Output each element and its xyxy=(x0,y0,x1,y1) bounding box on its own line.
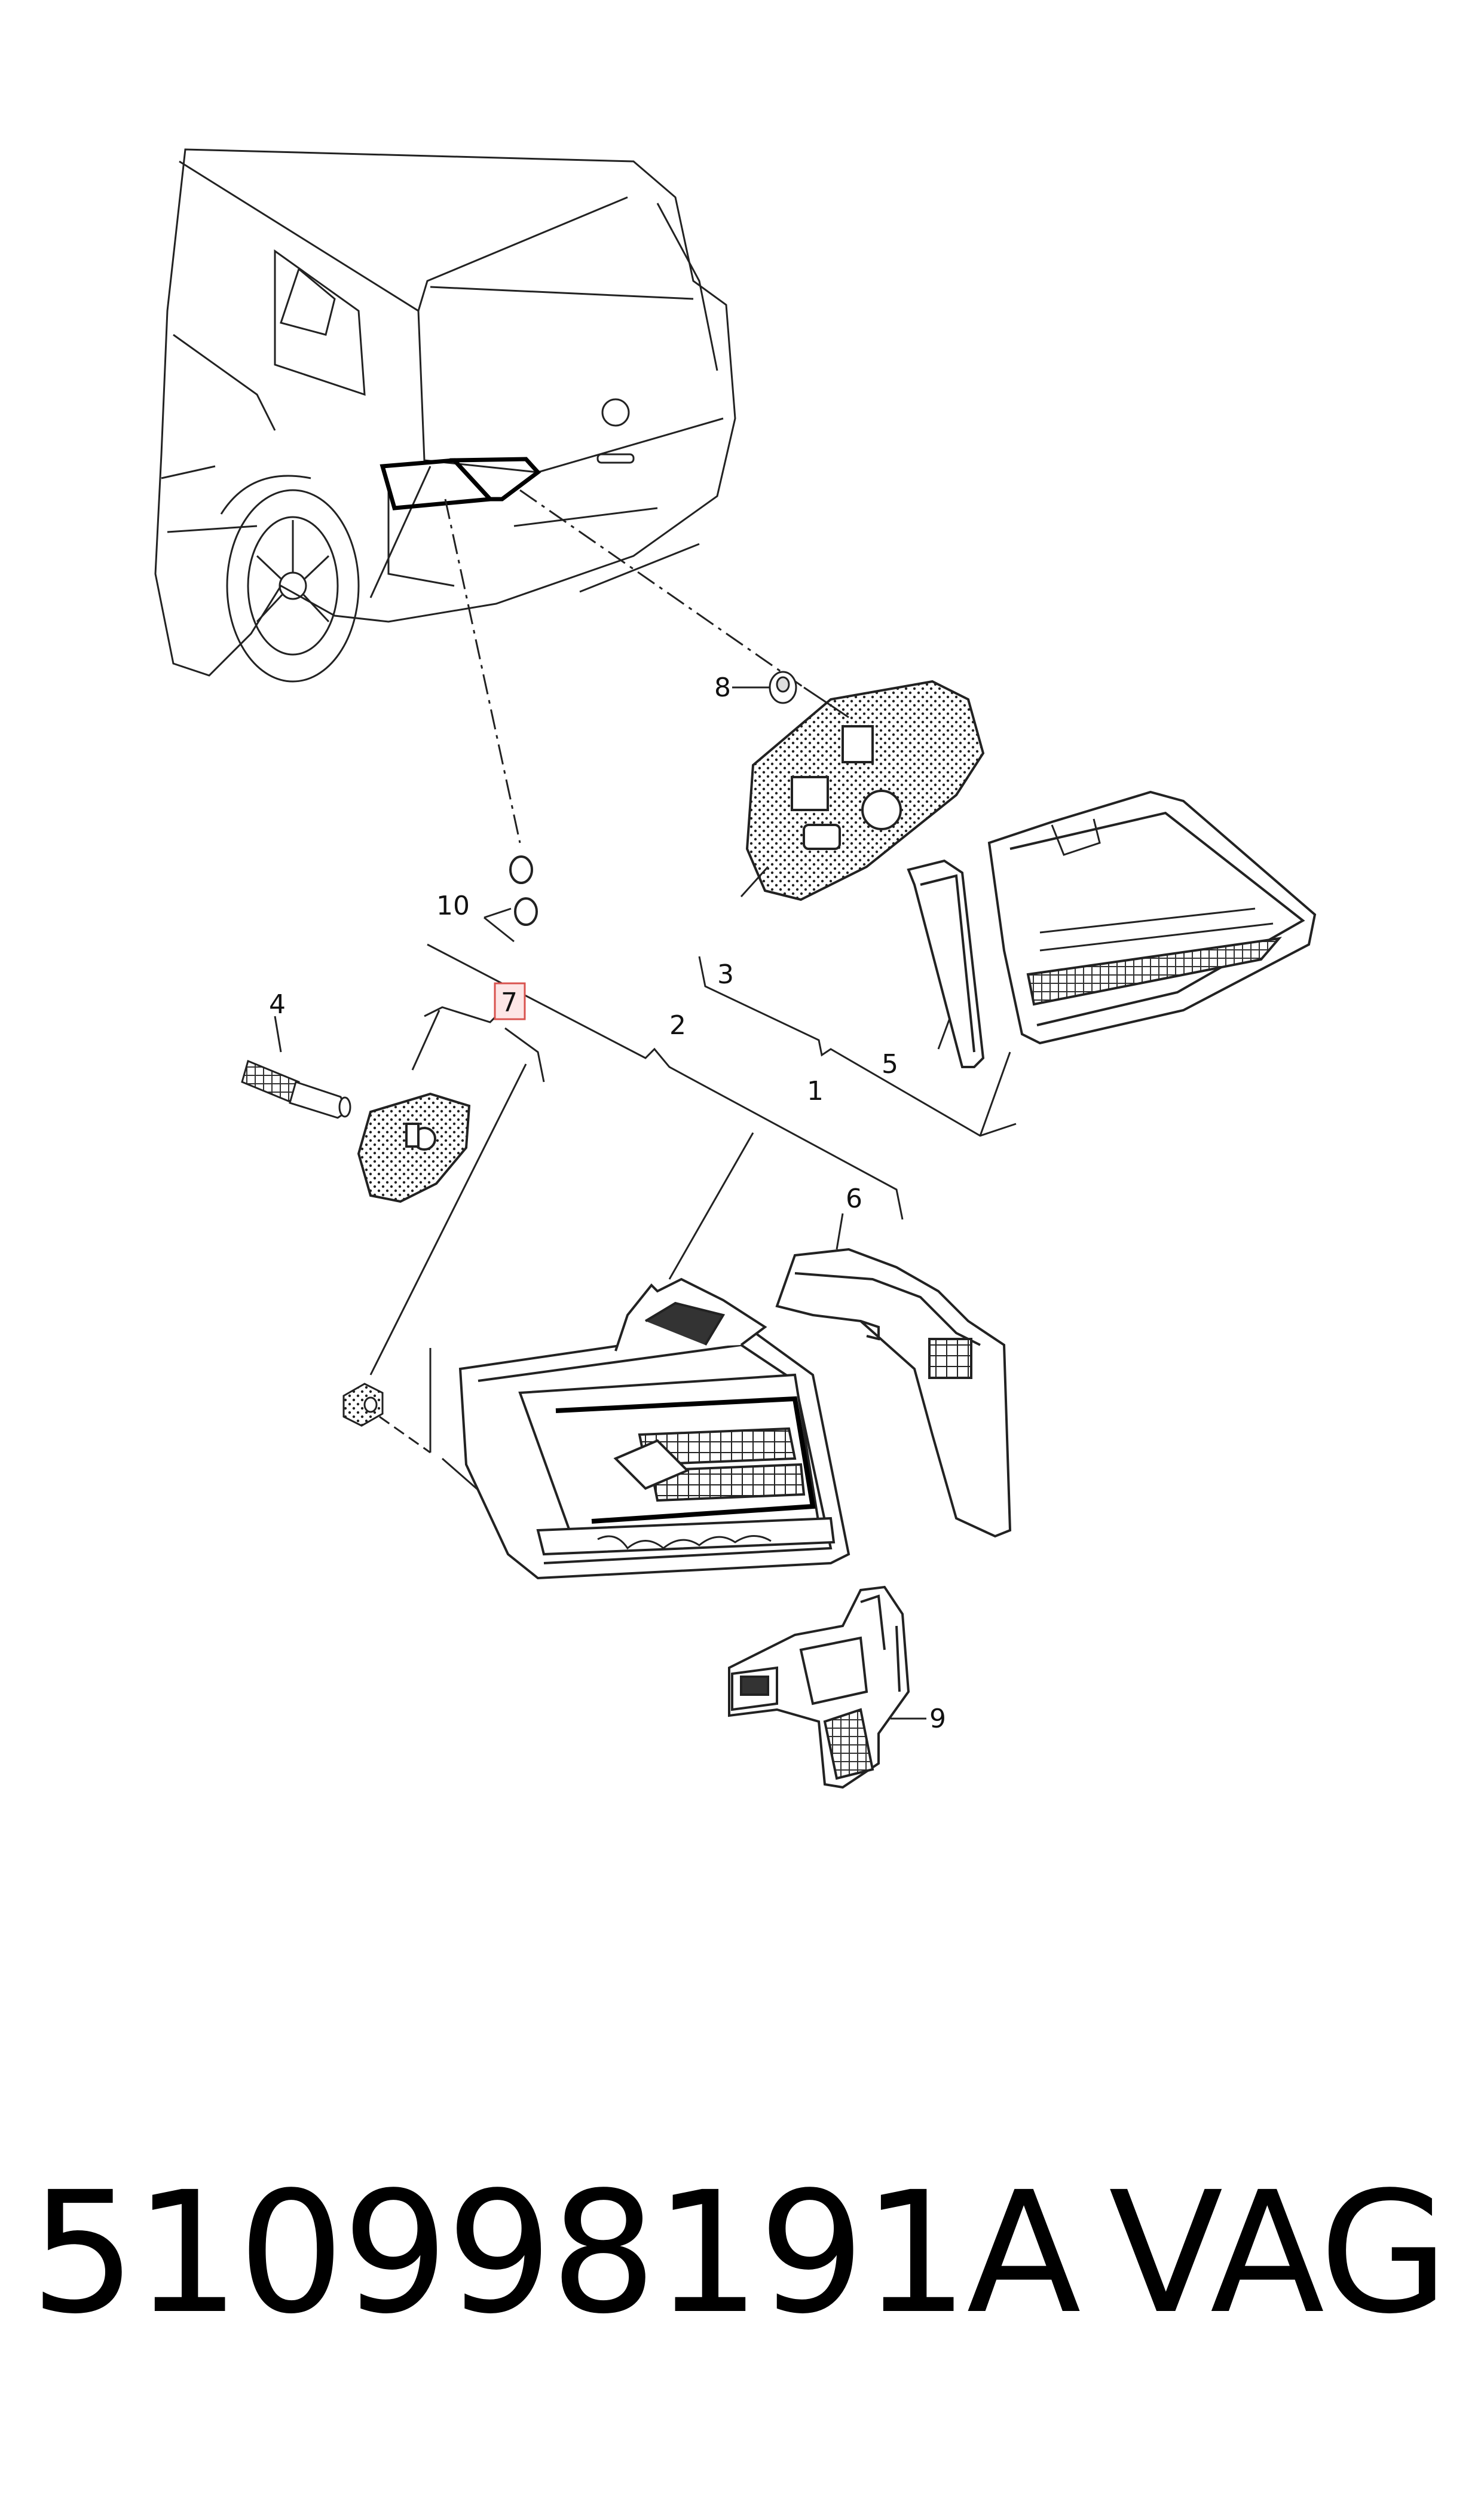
cover-part-3 xyxy=(745,680,985,901)
brand-label: VAG xyxy=(1109,2156,1449,2351)
cover-part-7 xyxy=(357,1092,471,1203)
callout-7: 7 xyxy=(501,988,518,1018)
grommet-part-8 xyxy=(769,671,797,704)
callout-3: 3 xyxy=(717,959,734,990)
cover-part-6 xyxy=(775,1248,1012,1538)
callout-7-highlight-box xyxy=(494,982,526,1020)
callout-2: 2 xyxy=(669,1010,686,1041)
o-rings-part-10 xyxy=(509,855,538,926)
callout-4: 4 xyxy=(269,989,286,1020)
leader-lines xyxy=(274,489,1017,1720)
callout-labels: 1 2 3 4 5 6 7 8 9 10 xyxy=(269,672,946,1734)
callout-10: 10 xyxy=(436,891,470,921)
car-tail-light-outline xyxy=(380,457,541,510)
car-rear-illustration xyxy=(154,148,736,683)
outer-tail-light-part-2 xyxy=(458,1277,850,1580)
callout-6: 6 xyxy=(846,1184,862,1214)
exploded-parts-diagram: 1 2 3 4 5 6 7 8 9 10 xyxy=(154,148,1317,1789)
seal-part-5 xyxy=(907,859,985,1068)
nut-part xyxy=(342,1383,384,1427)
callout-8: 8 xyxy=(714,672,731,703)
callout-1: 1 xyxy=(807,1076,824,1106)
inner-tail-light xyxy=(987,790,1317,1045)
part-number: 510998191A xyxy=(30,2156,1081,2351)
bracket-part-9 xyxy=(728,1585,910,1789)
bolt-part-4 xyxy=(241,1059,351,1119)
callout-9: 9 xyxy=(929,1704,946,1734)
callout-5: 5 xyxy=(882,1049,898,1080)
